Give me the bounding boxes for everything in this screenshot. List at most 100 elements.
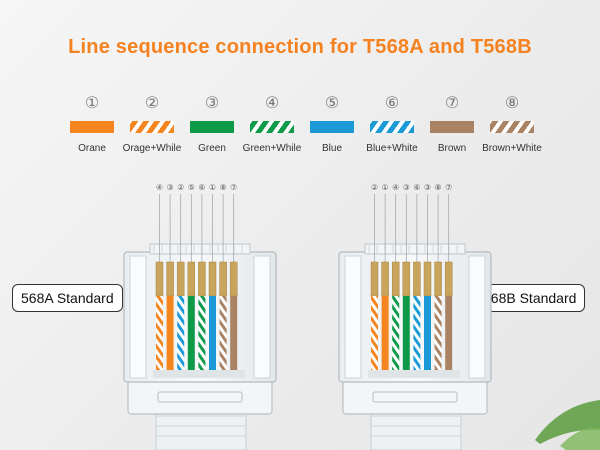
gold-contact: [229, 261, 238, 297]
pin-sequence-number: ⑥: [413, 183, 420, 192]
gold-contact: [444, 261, 453, 297]
pin-sequence-number: ③: [424, 183, 431, 192]
gold-contact: [155, 261, 164, 297]
legend-number: ①: [84, 93, 100, 112]
pin-sequence-number: ⑥: [198, 183, 205, 192]
color-swatch: [70, 121, 114, 133]
gold-contact: [198, 261, 206, 297]
legend-item: ④ Green+While: [227, 92, 317, 154]
legend-label: Green+While: [242, 143, 302, 154]
wire: [402, 296, 410, 372]
legend-item: ⑤ Blue: [287, 92, 377, 154]
pin-sequence-number: ①: [382, 183, 389, 192]
legend-item: ⑥ Blue+White: [347, 92, 437, 154]
wire: [413, 296, 421, 372]
legend-number: ⑤: [324, 93, 340, 112]
pin-sequence-number: ⑤: [188, 183, 195, 192]
pin-sequence-number: ①: [209, 183, 216, 192]
gold-contact: [381, 261, 389, 297]
gold-contact: [219, 261, 227, 297]
legend-number: ⑦: [444, 93, 460, 112]
color-swatch: [130, 121, 174, 133]
legend-label: Green: [198, 143, 226, 154]
color-legend: ① Orane ② Orage+While ③ Green ④ Green+While ⑤ Blu…: [0, 92, 600, 162]
pin-sequence-number: ③: [167, 183, 174, 192]
wire: [392, 296, 400, 372]
gold-contact: [187, 261, 196, 297]
wire: [166, 296, 174, 372]
color-swatch: [310, 121, 354, 133]
cable-jacket: [155, 407, 247, 450]
plug-side-left: [129, 255, 147, 379]
wire-clamp: [153, 370, 245, 378]
boot-slot: [372, 391, 458, 403]
pin-sequence-number: ⑧: [220, 183, 227, 192]
contact-ridge: [149, 243, 251, 255]
legend-number: ⑥: [384, 93, 400, 112]
color-swatch: [370, 121, 414, 133]
wire-clamp: [368, 370, 460, 378]
standard-label-568b: 568B Standard: [474, 284, 586, 312]
color-swatch: [250, 121, 294, 133]
color-swatch: [430, 121, 474, 133]
gold-contact: [208, 261, 217, 297]
legend-label: Brown: [437, 143, 467, 154]
legend-number: ⑧: [504, 93, 520, 112]
wire: [198, 296, 206, 372]
legend-label: Orage+While: [122, 143, 182, 154]
legend-number: ③: [204, 93, 220, 112]
legend-label: Brown+White: [482, 143, 542, 154]
cable-jacket: [370, 407, 462, 450]
legend-number: ④: [264, 93, 280, 112]
wire: [209, 296, 216, 372]
pin-sequence-number: ②: [177, 183, 184, 192]
legend-item: ⑧ Brown+White: [467, 92, 557, 154]
wire: [156, 296, 163, 372]
legend-label: Blue+White: [366, 143, 418, 154]
gold-contact: [413, 261, 421, 297]
gold-contact: [391, 261, 400, 297]
wire: [230, 296, 238, 372]
wire: [445, 296, 453, 372]
plug-boot: [342, 379, 488, 415]
legend-label: Blue: [321, 143, 342, 154]
gold-contact: [166, 261, 174, 297]
legend-item: ① Orane: [47, 92, 137, 154]
pin-sequence-number: ④: [156, 183, 163, 192]
wire: [219, 296, 227, 372]
legend-number: ②: [144, 93, 160, 112]
standard-label-568a: 568A Standard: [12, 284, 123, 312]
plug-side-right: [253, 255, 271, 379]
wire: [434, 296, 442, 372]
legend-item: ⑦ Brown: [407, 92, 497, 154]
color-swatch: [490, 121, 534, 133]
plug-boot: [127, 379, 273, 415]
pin-sequence-number: ④: [392, 183, 399, 192]
wire: [371, 296, 378, 372]
pin-sequence-number: ②: [371, 183, 378, 192]
legend-item: ② Orage+While: [107, 92, 197, 154]
plug-side-right: [468, 255, 486, 379]
wire: [177, 296, 185, 372]
pin-sequence-number: ③: [403, 183, 410, 192]
pin-sequence-number: ⑦: [445, 183, 452, 192]
boot-slot: [157, 391, 243, 403]
gold-contact: [423, 261, 432, 297]
wire: [424, 296, 431, 372]
gold-contact: [176, 261, 185, 297]
wire: [381, 296, 389, 372]
leaf-decoration-2: [560, 427, 600, 450]
gold-contact: [402, 261, 411, 297]
gold-contact: [434, 261, 442, 297]
pin-sequence-number: ⑦: [230, 183, 237, 192]
gold-contact: [370, 261, 379, 297]
plug-side-left: [344, 255, 362, 379]
page-title: Line sequence connection for T568A and T…: [68, 36, 532, 58]
wire: [187, 296, 195, 372]
legend-label: Orane: [78, 143, 106, 154]
color-swatch: [190, 121, 234, 133]
legend-item: ③ Green: [167, 92, 257, 154]
